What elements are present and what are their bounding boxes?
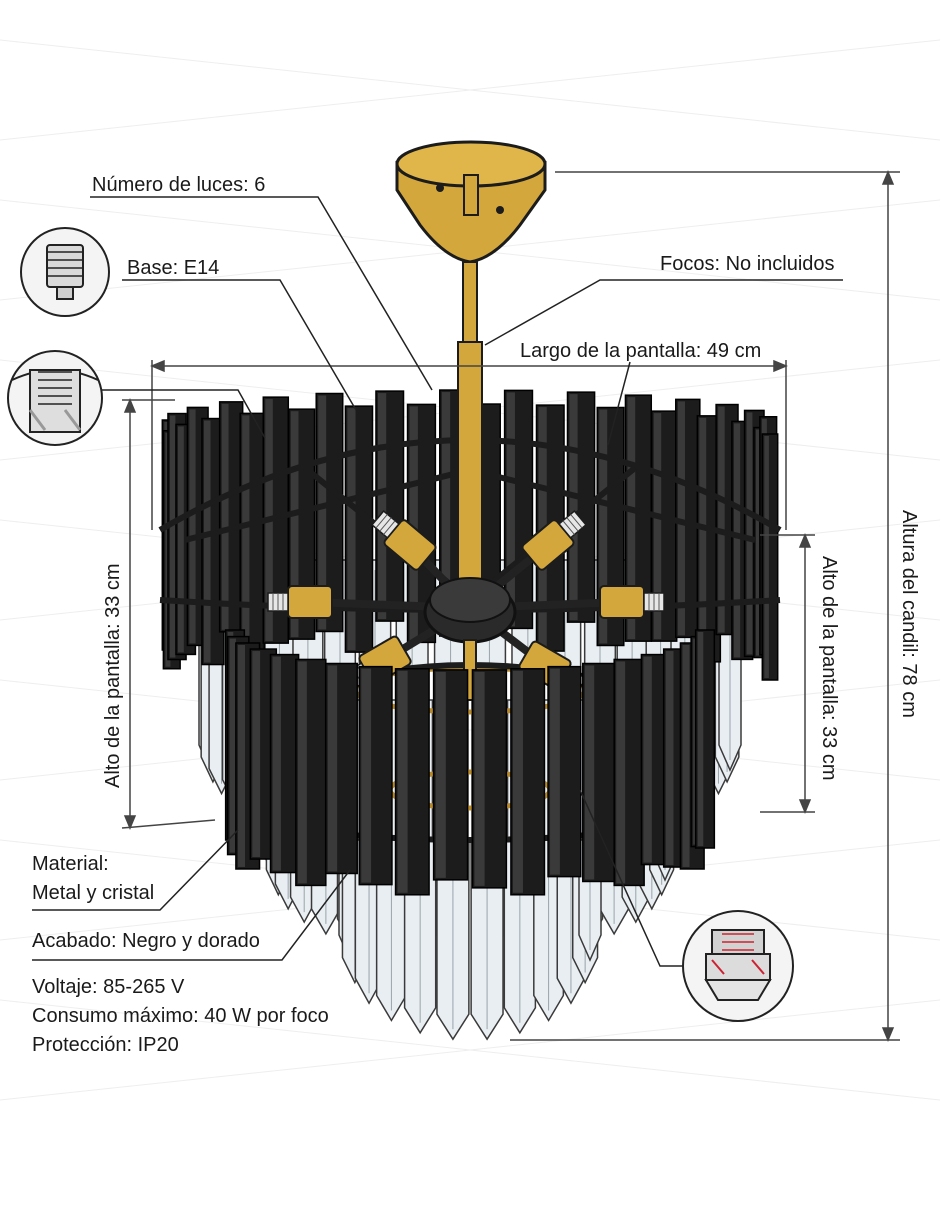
back-bar <box>218 401 244 633</box>
finish-label: Acabado: Negro y dorado <box>32 930 260 952</box>
back-bar <box>761 433 779 681</box>
back-bar <box>239 412 265 653</box>
back-bar <box>344 405 374 653</box>
max-power-label: Consumo máximo: 40 W por foco <box>32 1005 329 1027</box>
front-black-bars <box>224 629 716 896</box>
protection-label: Protección: IP20 <box>32 1034 179 1056</box>
e14-socket-detail-icon <box>20 227 110 317</box>
front-bar <box>432 669 469 881</box>
dimension-lines <box>121 170 900 1042</box>
callout-leaders <box>32 196 843 967</box>
total-height-label: Altura del candil: 78 cm <box>898 510 920 718</box>
shade-length-label: Largo de la pantalla: 49 cm <box>520 340 762 362</box>
front-bar <box>582 662 616 883</box>
back-bar <box>503 389 534 630</box>
shade-height-right-label: Alto de la pantalla: 33 cm <box>818 556 840 781</box>
front-bar <box>394 668 430 896</box>
front-bar <box>547 665 582 878</box>
front-bar <box>613 658 645 887</box>
front-bar <box>324 662 358 875</box>
front-bar <box>358 665 393 886</box>
back-bar <box>675 398 701 639</box>
front-bar <box>471 669 508 889</box>
center-hub <box>423 577 517 701</box>
back-bar <box>375 390 405 622</box>
socket-cutaway-icon <box>7 350 103 446</box>
front-bar <box>295 658 327 887</box>
canopy <box>395 140 547 264</box>
voltage-label: Voltaje: 85-265 V <box>32 976 185 998</box>
front-bar <box>269 653 300 874</box>
num-lights-label: Número de luces: 6 <box>92 174 266 196</box>
front-bar <box>510 668 546 896</box>
arm-socket <box>267 585 471 619</box>
center-rod <box>457 261 483 583</box>
material-label: Material: <box>32 853 109 875</box>
material-value: Metal y cristal <box>32 882 155 904</box>
shade-height-left-label: Alto de la pantalla: 33 cm <box>102 563 124 788</box>
socket-section-icon <box>682 910 794 1022</box>
front-bar <box>694 629 716 849</box>
bulbs-label: Focos: No incluidos <box>660 253 835 275</box>
base-label: Base: E14 <box>127 257 220 279</box>
